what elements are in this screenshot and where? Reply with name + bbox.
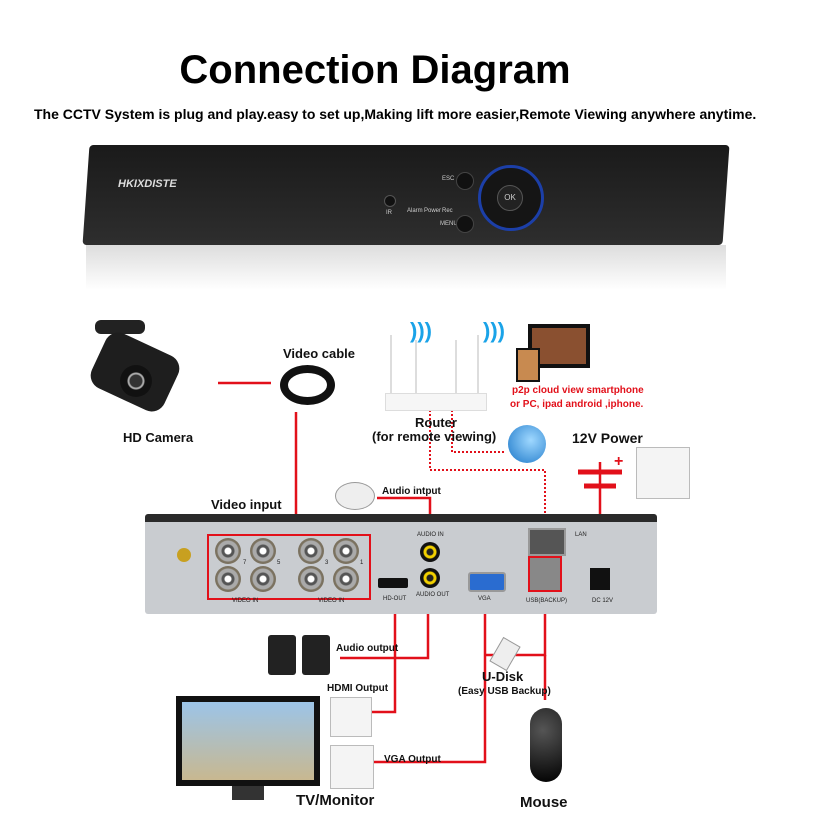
audio-in-port[interactable] <box>420 542 440 562</box>
hdmi-cable-image <box>330 697 372 737</box>
video-input-label: Video input <box>211 497 282 512</box>
menu-label: MENU <box>440 221 458 227</box>
router-image <box>385 335 487 415</box>
audio-in-label: AUDIO IN <box>417 532 444 538</box>
cloud-globe-icon <box>508 425 546 463</box>
dvr-reflection <box>86 245 726 290</box>
power-outlet-image <box>636 447 690 499</box>
subtitle: The CCTV System is plug and play.easy to… <box>34 106 757 122</box>
hd-camera-label: HD Camera <box>123 430 194 445</box>
tv-monitor-label: TV/Monitor <box>296 792 375 809</box>
vga-cable-image <box>330 745 374 789</box>
udisk-sublabel: (Easy USB Backup) <box>458 686 551 697</box>
page-title: Connection Diagram <box>179 48 571 92</box>
p2p-text-1: p2p cloud view smartphone <box>512 385 644 396</box>
lan-label: LAN <box>575 532 587 538</box>
p2p-text-2: or PC, ipad android ,iphone. <box>510 399 644 410</box>
mouse-label: Mouse <box>520 794 568 811</box>
channel-label: 5 <box>277 560 281 566</box>
mouse-image <box>530 708 562 782</box>
power-label: Power <box>424 208 442 214</box>
audio-out-port[interactable] <box>420 568 440 588</box>
menu-button[interactable] <box>456 215 474 233</box>
video-in-label: VIDEO IN <box>232 598 259 604</box>
hd-camera-image <box>86 320 185 417</box>
lan-port[interactable] <box>528 528 566 556</box>
bnc-port[interactable] <box>298 538 324 564</box>
svg-text:+: + <box>614 453 623 470</box>
channel-label: 7 <box>243 560 247 566</box>
alarm-label: Alarm <box>407 208 423 214</box>
lan-line <box>429 410 546 530</box>
brand-logo: HKIXDISTE <box>118 178 177 190</box>
tv-stand <box>232 786 264 800</box>
audio-input-label: Audio intput <box>382 486 441 497</box>
video-cable-label: Video cable <box>283 346 356 361</box>
hdmi-port[interactable] <box>378 578 408 588</box>
channel-label: 1 <box>360 560 364 566</box>
esc-button[interactable] <box>456 172 474 190</box>
router-sublabel: (for remote viewing) <box>372 429 497 444</box>
smartphone-image <box>516 348 540 382</box>
ok-button[interactable]: OK <box>497 185 523 211</box>
ir-sensor-icon <box>384 195 396 207</box>
vga-label: VGA <box>478 596 491 602</box>
wifi-icon: ))) <box>483 318 505 343</box>
bnc-port[interactable] <box>250 538 276 564</box>
ir-label: IR <box>386 210 392 216</box>
dc-power-port[interactable] <box>590 568 610 590</box>
udisk-label: U-Disk <box>482 669 524 684</box>
rec-label: Rec <box>442 208 453 214</box>
usb-ports[interactable] <box>528 556 562 592</box>
hdmi-line <box>370 600 397 714</box>
speaker-icon <box>268 635 296 675</box>
speaker-icon <box>302 635 330 675</box>
power-label: 12V Power <box>572 430 643 446</box>
bnc-port[interactable] <box>333 538 359 564</box>
dvr-rear-panel <box>145 514 657 614</box>
router-label: Router <box>415 415 457 430</box>
bnc-port[interactable] <box>215 566 241 592</box>
video-input-highlight <box>207 534 371 600</box>
cloud-line <box>451 410 505 453</box>
vga-port[interactable] <box>468 572 506 592</box>
tv-monitor-image <box>176 696 320 786</box>
esc-label: ESC <box>442 176 455 182</box>
audio-out-label: AUDIO OUT <box>416 592 450 598</box>
wifi-icon: ))) <box>410 318 432 343</box>
bnc-port[interactable] <box>333 566 359 592</box>
video-in-label: VIDEO IN <box>318 598 345 604</box>
vga-output-label: VGA Output <box>384 754 441 765</box>
hdmi-output-label: HDMI Output <box>327 683 389 694</box>
video-cable-image <box>280 365 335 405</box>
usb-label: USB(BACKUP) <box>526 598 568 604</box>
channel-label: 3 <box>325 560 329 566</box>
bnc-port[interactable] <box>250 566 276 592</box>
microphone-image <box>335 482 375 510</box>
bnc-port[interactable] <box>215 538 241 564</box>
dc-label: DC 12V <box>592 598 614 604</box>
audio-output-line <box>340 600 430 660</box>
ground-screw-icon <box>177 548 191 562</box>
audio-output-label: Audio output <box>336 643 399 654</box>
bnc-port[interactable] <box>298 566 324 592</box>
hd-out-label: HD-OUT <box>383 596 407 602</box>
